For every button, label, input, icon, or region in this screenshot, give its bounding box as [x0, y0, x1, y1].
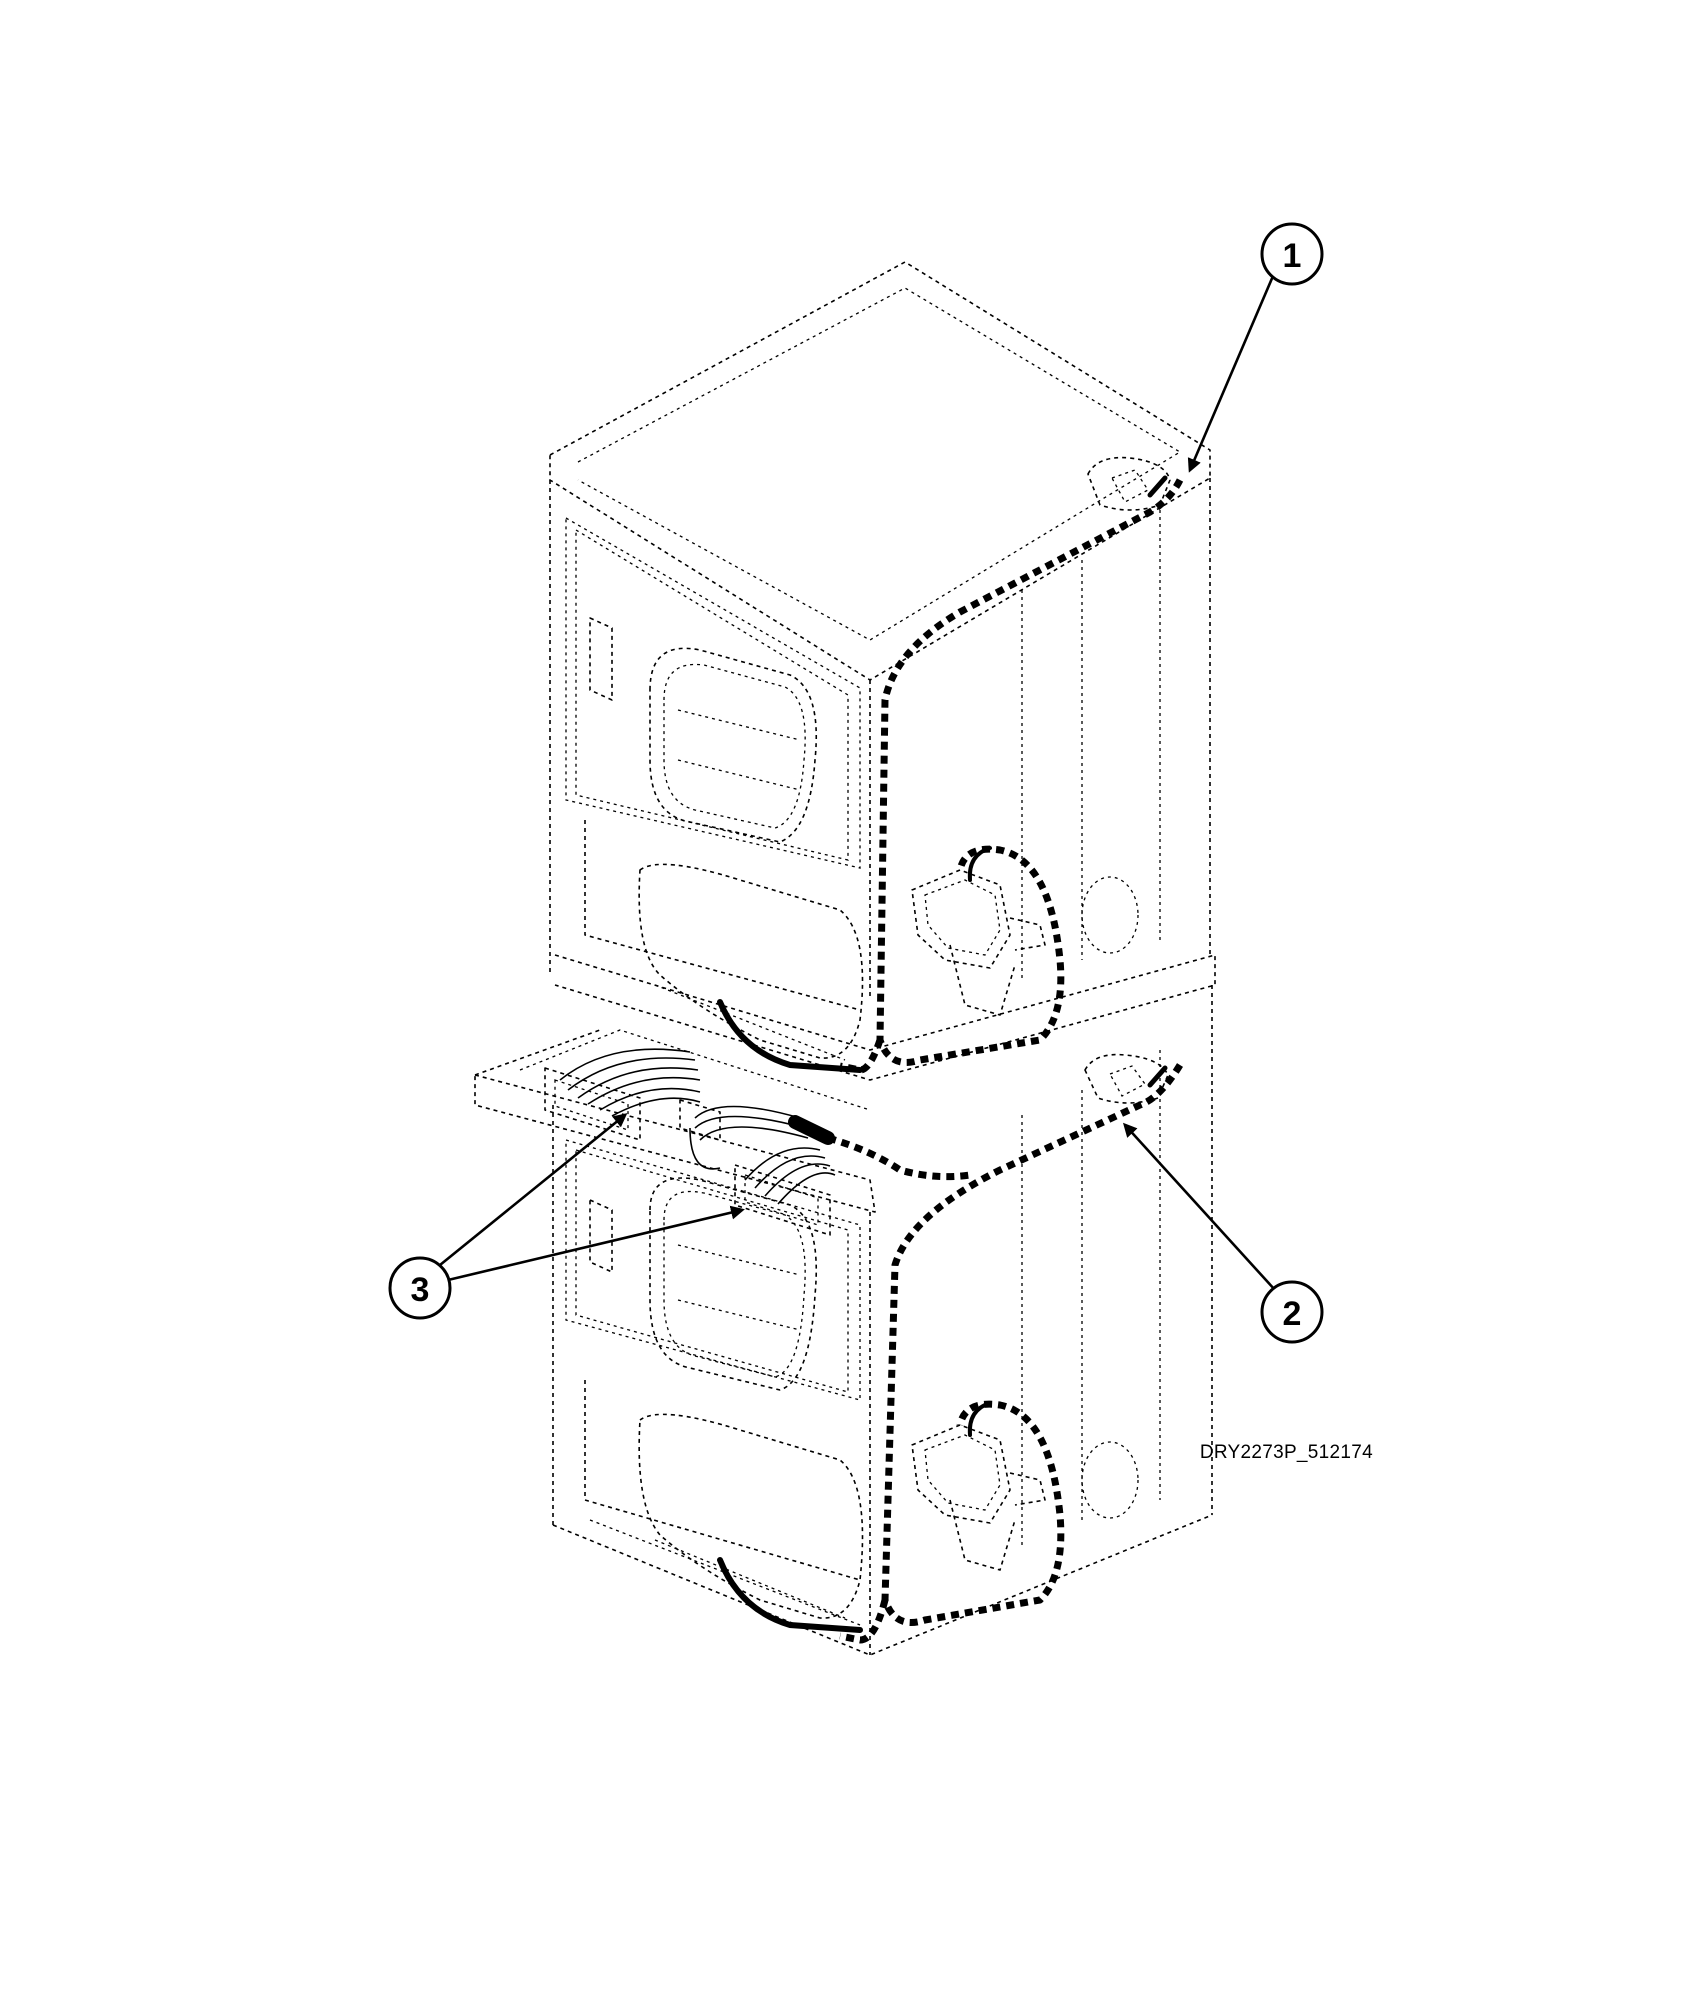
callout-3-leader-b: [447, 1205, 745, 1282]
callout-1: 1: [1187, 222, 1324, 473]
figure-id-label: DRY2273P_512174: [1199, 1442, 1373, 1463]
upper-motor-assembly: [911, 846, 1046, 1016]
callout-2: 2: [1122, 1122, 1324, 1344]
lower-dryer-cabinet: [552, 985, 1213, 1656]
callout-3: 3: [388, 1113, 745, 1320]
callout-2-leader: [1122, 1122, 1276, 1291]
callout-1-leader: [1187, 275, 1275, 473]
upper-dryer-cabinet: [549, 261, 1211, 1061]
wire-harness-routing: [717, 475, 1184, 1644]
callout-2-circle: [1260, 1280, 1324, 1344]
lower-motor-assembly: [911, 1401, 1046, 1571]
callout-1-label: 1: [1283, 237, 1302, 275]
callout-2-label: 2: [1283, 1295, 1302, 1333]
callout-1-circle: [1260, 222, 1324, 286]
stack-kit-junction: [474, 954, 1216, 1236]
callout-3-label: 3: [411, 1271, 430, 1309]
callout-3-leader-a: [439, 1113, 628, 1267]
callout-3-circle: [388, 1256, 452, 1320]
